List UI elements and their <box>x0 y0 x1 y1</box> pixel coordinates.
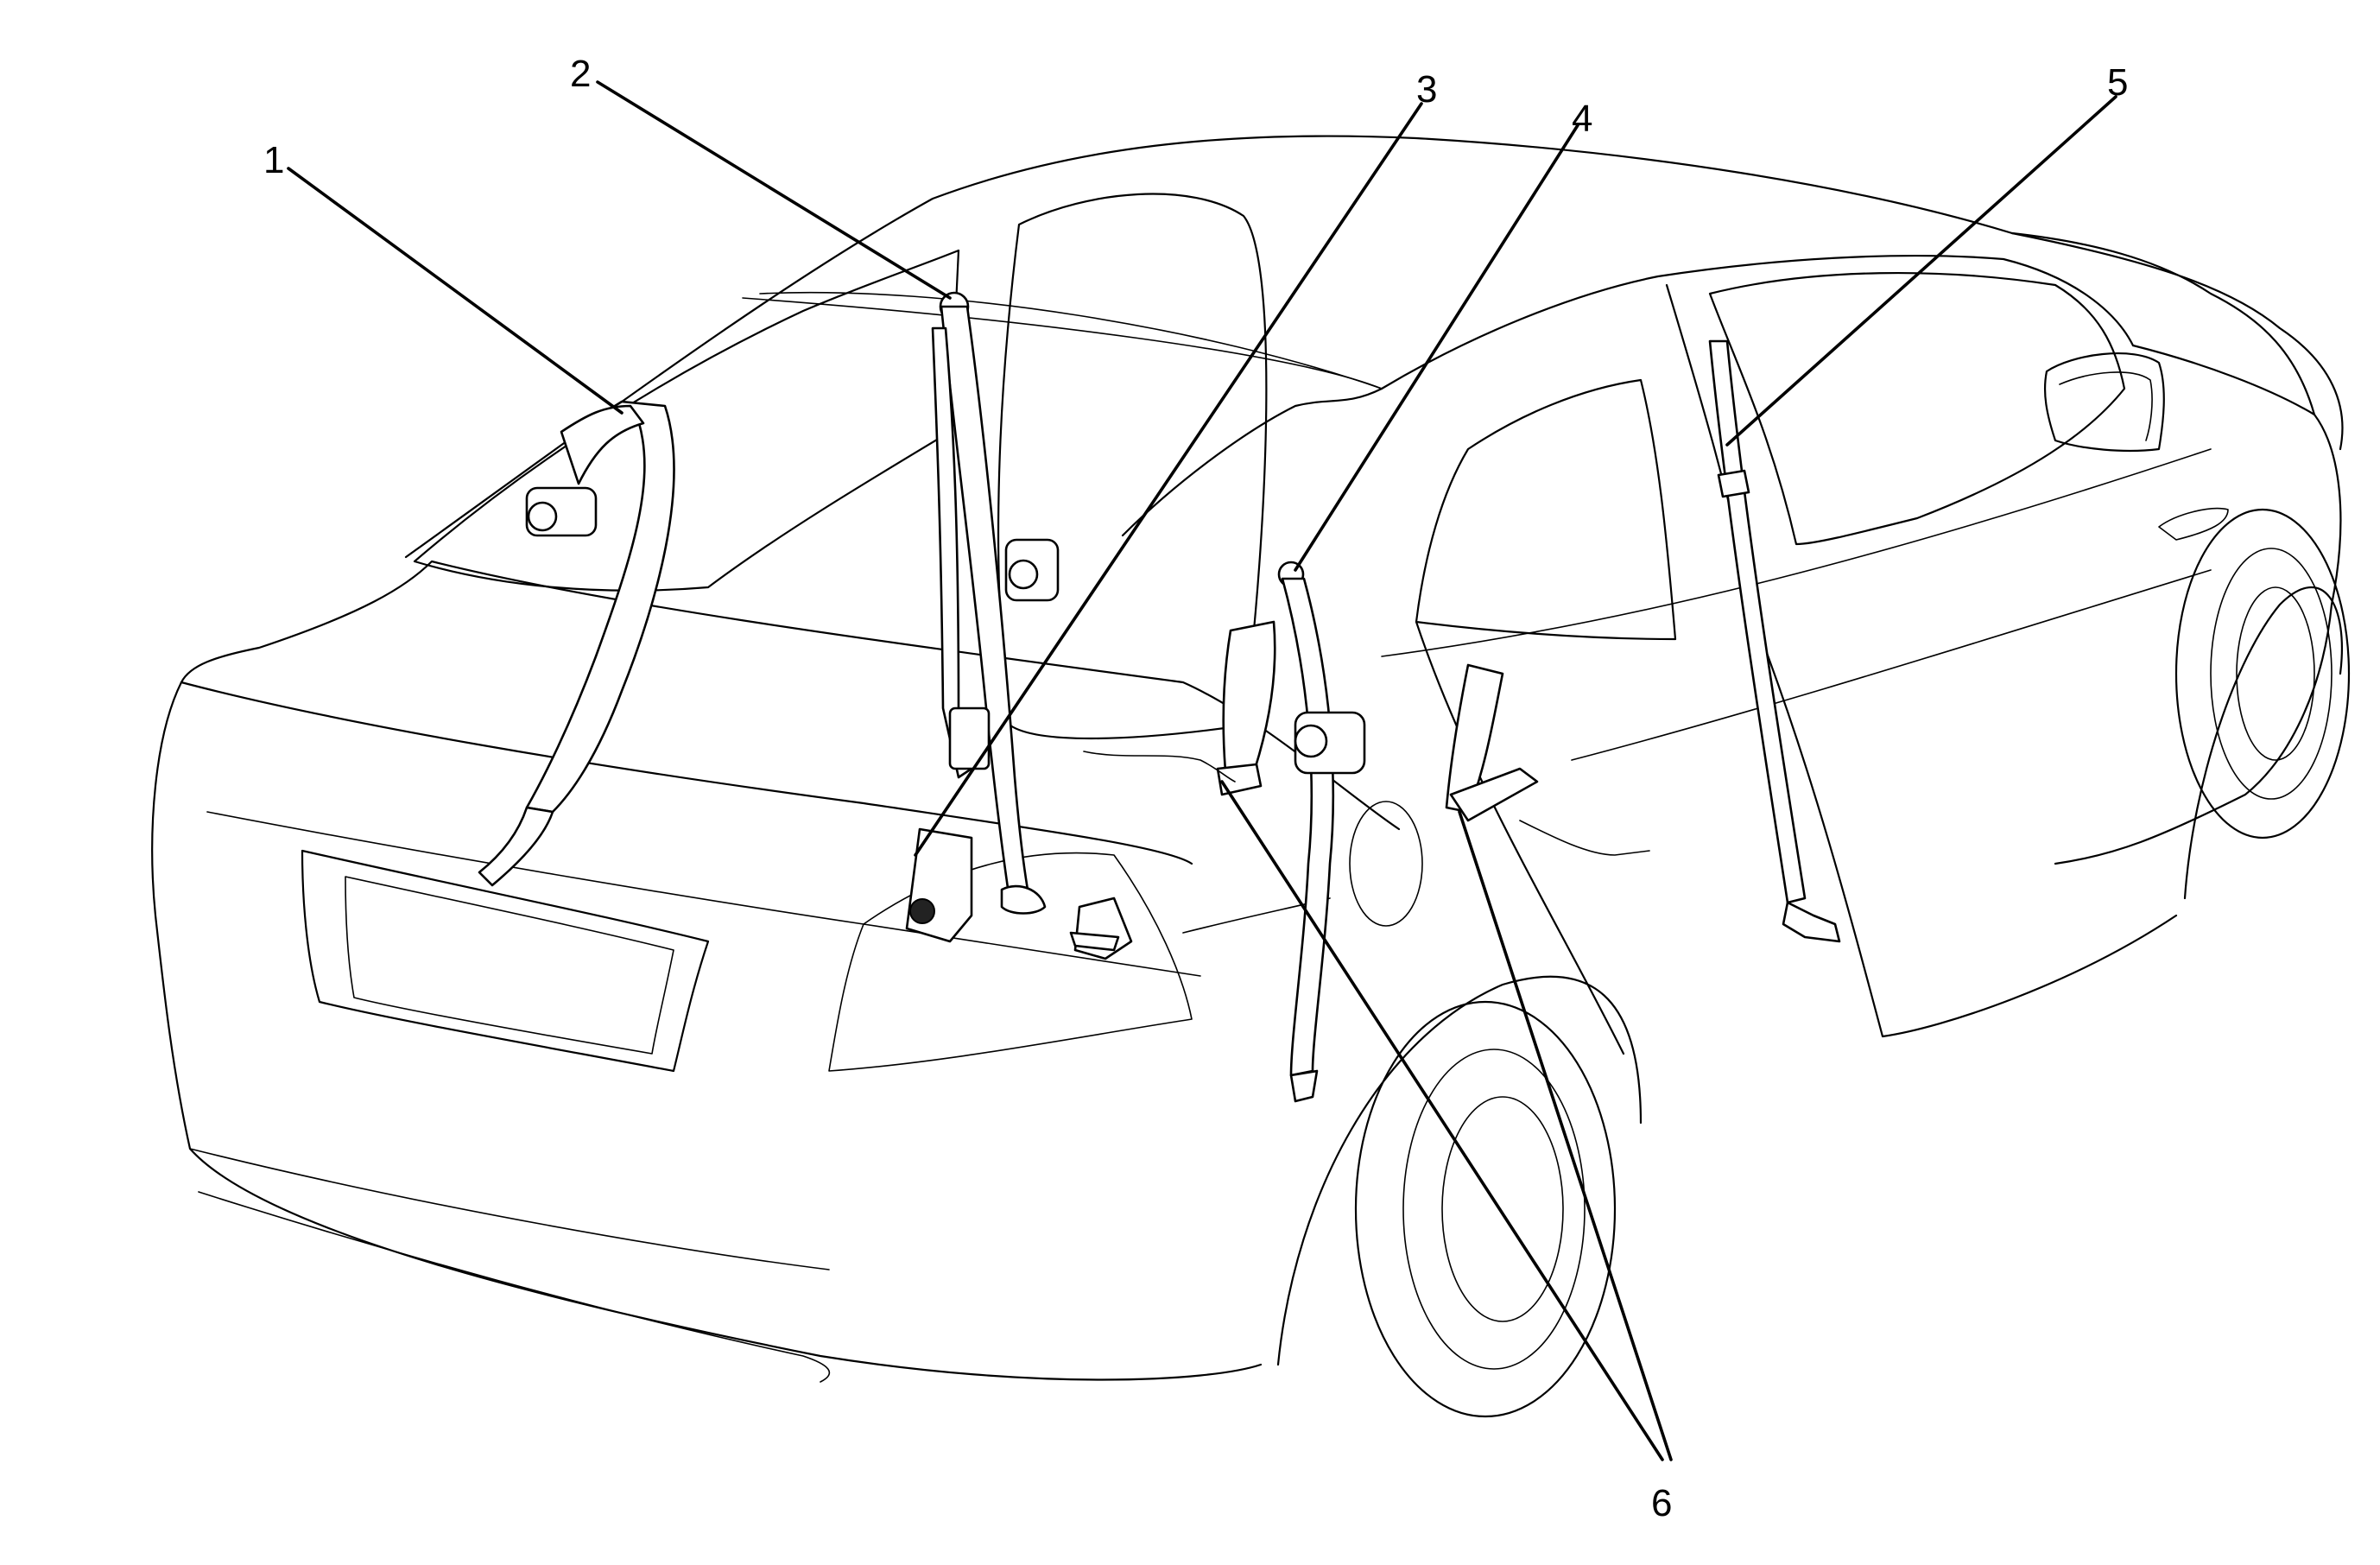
seat-belt-5 <box>1708 339 1841 943</box>
side-mirror-inner <box>2059 371 2153 441</box>
seat-belt-buckles-6 <box>1083 620 1650 856</box>
bumper-line <box>189 1148 830 1270</box>
belt-webbing-5 <box>1708 339 1807 904</box>
hood-line <box>2010 231 2316 416</box>
front-tire-inner <box>2210 548 2333 800</box>
retractor-2-spool <box>1008 559 1039 590</box>
rear-tire-outer <box>1354 1000 1617 1418</box>
license-plate-inner <box>345 876 674 1055</box>
anchor-4 <box>1289 1069 1319 1103</box>
trunk-edge <box>180 681 1193 865</box>
belt-webbing-2b <box>931 326 973 779</box>
rear-fascia-crease <box>206 811 1201 977</box>
seat-belt-2 <box>931 291 1060 915</box>
rear-door-line <box>1415 620 1625 1055</box>
buckle-6-left-base <box>1216 763 1263 796</box>
anchor-1 <box>478 806 554 887</box>
buckle-3-base <box>1069 931 1120 952</box>
front-door-line <box>1760 637 2178 1038</box>
buckle-6-right-base <box>1449 767 1539 822</box>
callout-1: 1 <box>263 139 284 181</box>
callout-5: 5 <box>2107 61 2128 104</box>
side-mirror <box>2043 352 2165 453</box>
retractor-4-spool <box>1294 724 1328 758</box>
roof-crossline <box>742 297 1383 390</box>
retractor-3 <box>905 827 973 943</box>
seat-belt-4 <box>1277 561 1366 1103</box>
front-door-window <box>1708 271 2126 546</box>
buckle-6-right-wire <box>1519 820 1650 856</box>
front-wheel-arch <box>2183 586 2344 900</box>
buckle-6-left <box>1222 620 1276 783</box>
bumper-lower <box>198 1191 831 1383</box>
rear-wheel-arch <box>1276 975 1643 1366</box>
roof-line <box>404 135 2344 559</box>
door-handle <box>2158 507 2229 541</box>
fuel-door <box>1349 801 1423 927</box>
belt-loop-1 <box>560 404 645 485</box>
leader-4 <box>1294 124 1579 572</box>
car-body-outline <box>151 135 2344 1383</box>
leader-3 <box>914 102 1423 857</box>
callout-3: 3 <box>1416 68 1437 111</box>
anchor-5 <box>1782 901 1841 943</box>
leader-5 <box>1725 95 2117 447</box>
front-wheel <box>2174 508 2351 900</box>
side-body-upper <box>1380 254 2135 390</box>
rear-door-window <box>1415 378 1677 641</box>
buckle-2 <box>1000 884 1047 915</box>
buckle-6-left-wire <box>1083 751 1236 782</box>
front-fender <box>2054 344 2342 865</box>
front-rim <box>2236 586 2315 761</box>
tail-light <box>828 852 1193 1072</box>
leader-6b <box>1458 810 1673 1461</box>
rear-rim <box>1441 1096 1564 1322</box>
license-plate-recess <box>301 849 710 1073</box>
rear-wheel <box>1276 975 1643 1418</box>
callout-6: 6 <box>1651 1482 1672 1524</box>
callout-4: 4 <box>1572 98 1592 140</box>
latch-2 <box>948 706 991 770</box>
belt-webbing-1 <box>525 400 675 814</box>
callout-2: 2 <box>570 53 591 95</box>
seat-belt-3 <box>905 827 1133 960</box>
rear-tire-inner <box>1402 1049 1586 1370</box>
c-pillar <box>1121 387 1383 537</box>
belt-guide-5 <box>1717 469 1750 498</box>
leader-lines <box>287 80 2117 1461</box>
callout-labels: 1 2 3 4 5 6 <box>263 53 2128 1524</box>
belt-line <box>1381 448 2212 657</box>
retractor-1-spool <box>527 501 558 532</box>
trunk-lid <box>180 560 1401 831</box>
leader-1 <box>287 167 623 415</box>
leader-2 <box>596 80 952 300</box>
retractor-3-gear <box>909 898 935 924</box>
rear-fascia <box>151 681 1263 1381</box>
front-tire-outer <box>2174 508 2351 840</box>
body-crease <box>1571 569 2212 761</box>
leader-6a <box>1220 780 1664 1461</box>
rear-window <box>413 249 960 592</box>
belt-webbing-4 <box>1281 577 1335 1077</box>
seat-belt-1 <box>478 400 675 887</box>
